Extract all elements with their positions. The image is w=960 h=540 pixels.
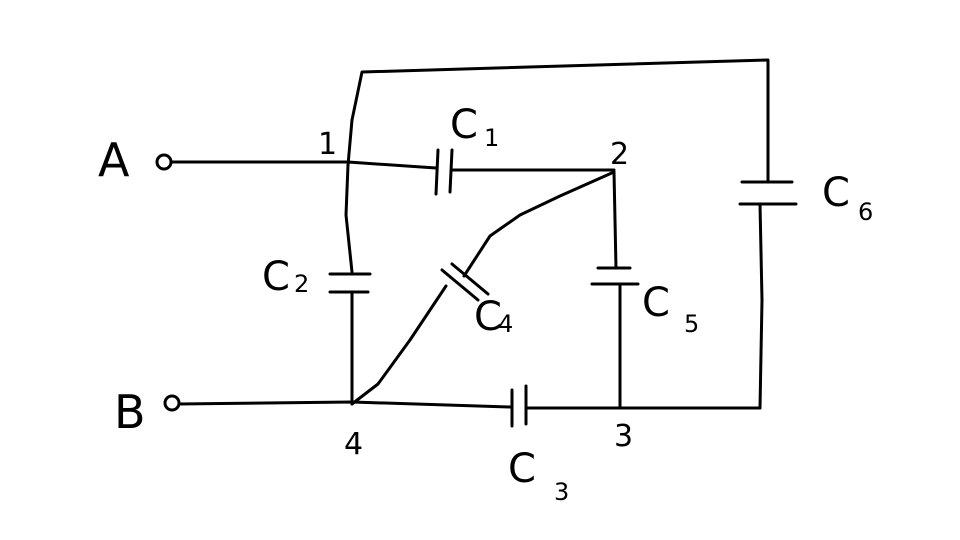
wire-node1-to-c2: [344, 163, 354, 274]
c2-letter: C: [262, 254, 290, 300]
label-c2: C 2: [262, 254, 309, 300]
label-c4: C 4: [474, 294, 513, 340]
c4-letter: C: [474, 294, 502, 340]
terminal-a[interactable]: [155, 153, 173, 171]
c1-index: 1: [484, 124, 499, 152]
label-c1: C 1: [450, 102, 499, 152]
wire-node2-to-c4: [462, 170, 616, 278]
capacitor-c6: [738, 180, 798, 206]
c6-index: 6: [858, 198, 873, 226]
c2-index: 2: [294, 270, 309, 298]
label-c3: C 3: [508, 446, 569, 506]
wire-b-to-c3: [176, 400, 512, 409]
label-c5: C 5: [642, 280, 699, 338]
c1-letter: C: [450, 102, 478, 148]
wire-node2-to-c5: [612, 170, 618, 270]
node-4-label: 4: [344, 427, 363, 462]
wire-c4-to-node4: [350, 284, 448, 406]
capacitor-c5: [590, 266, 640, 286]
capacitor-c1: [434, 148, 454, 196]
wire-a-to-c1: [170, 160, 438, 170]
c5-index: 5: [684, 310, 699, 338]
c5-letter: C: [642, 280, 670, 326]
node-3-label: 3: [614, 419, 633, 454]
wire-right-lower: [758, 202, 764, 410]
c3-index: 3: [554, 478, 569, 506]
terminal-b[interactable]: [163, 394, 181, 412]
c3-letter: C: [508, 446, 536, 492]
capacitor-c3: [510, 384, 528, 428]
wire-top-rail: [346, 58, 770, 184]
terminal-a-label: A: [98, 133, 130, 187]
node-1-label: 1: [318, 127, 337, 162]
c6-letter: C: [822, 170, 850, 216]
node-2-label: 2: [610, 137, 629, 172]
terminal-b-label: B: [114, 385, 146, 439]
capacitor-c2: [328, 272, 372, 294]
label-c6: C 6: [822, 170, 873, 226]
capacitor-c4: [440, 262, 490, 302]
c4-index: 4: [498, 310, 513, 338]
